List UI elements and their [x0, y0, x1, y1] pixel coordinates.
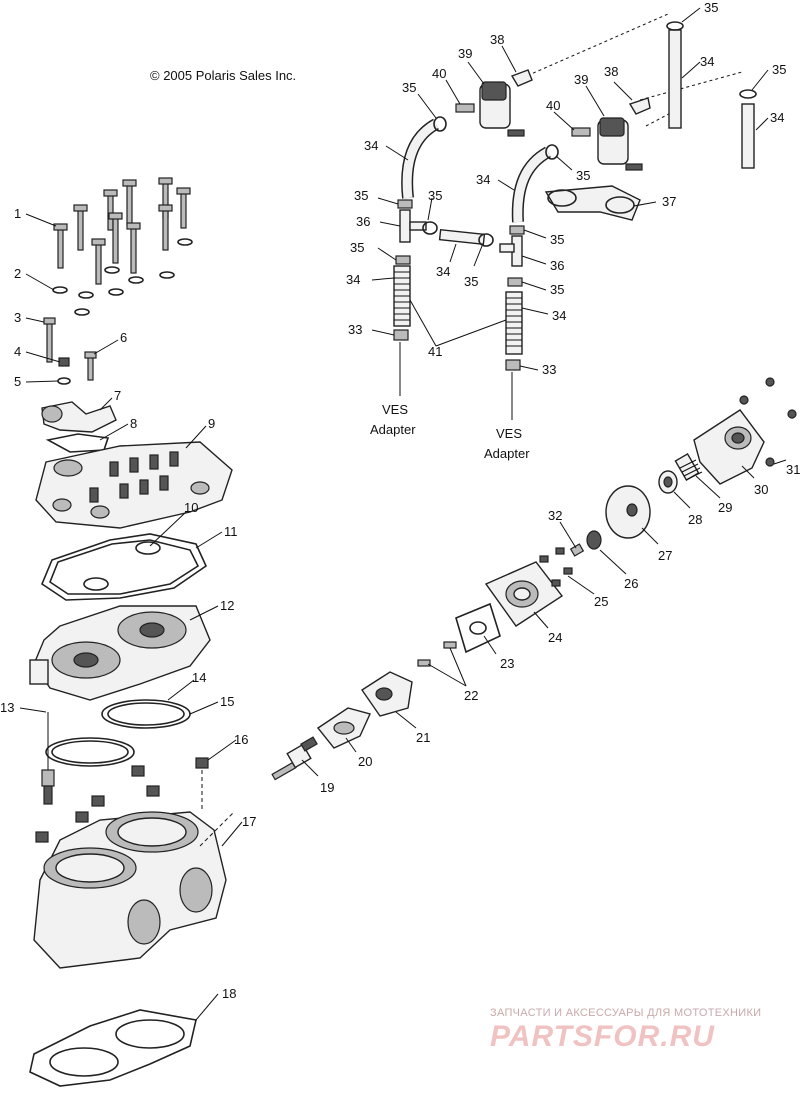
callout-35-d: 35	[576, 168, 590, 183]
svg-text:VES: VES	[496, 426, 522, 441]
valve-spring	[674, 453, 703, 481]
callout-10: 10	[184, 500, 198, 515]
housing-screws	[539, 547, 573, 587]
callout-32: 32	[548, 508, 562, 523]
callout-17: 17	[242, 814, 256, 829]
callout-labels: 1 2 3 4 5 6 7 8 9 10 11 12 13 14 15 16 1…	[0, 0, 800, 1001]
callout-8: 8	[130, 416, 137, 431]
callout-11: 11	[224, 524, 238, 539]
valve-stem	[271, 736, 318, 781]
svg-text:PARTSFOR.RU: PARTSFOR.RU	[490, 1020, 715, 1053]
callout-12: 12	[220, 598, 234, 613]
callout-35-g: 35	[350, 240, 364, 255]
callout-33-left: 33	[348, 322, 362, 337]
callout-35-j: 35	[550, 282, 564, 297]
svg-text:Adapter: Adapter	[370, 422, 416, 437]
callout-7: 7	[114, 388, 121, 403]
water-outlet-elbow	[41, 401, 117, 453]
callout-14: 14	[192, 670, 206, 685]
callout-34-d: 34	[476, 172, 490, 187]
cover-screws	[739, 377, 797, 467]
svg-text:Adapter: Adapter	[484, 446, 530, 461]
callout-34-e: 34	[436, 264, 450, 279]
cylinder-block	[33, 811, 235, 969]
callout-16: 16	[234, 732, 248, 747]
callout-21: 21	[416, 730, 430, 745]
callout-28: 28	[688, 512, 702, 527]
callout-30: 30	[754, 482, 768, 497]
callout-35-f: 35	[428, 188, 442, 203]
ves-adapter-right-label: VES Adapter	[484, 426, 530, 461]
callout-3: 3	[14, 310, 21, 325]
callout-34-b: 34	[770, 110, 784, 125]
valve-cover	[693, 409, 765, 485]
callout-2: 2	[14, 266, 21, 281]
valve-plate-gasket	[455, 602, 501, 654]
callout-36-left: 36	[356, 214, 370, 229]
callout-35-i: 35	[550, 232, 564, 247]
callout-6: 6	[120, 330, 127, 345]
callout-37: 37	[662, 194, 676, 209]
temperature-sensor	[41, 712, 55, 805]
callout-25: 25	[594, 594, 608, 609]
callout-34-c: 34	[364, 138, 378, 153]
cylinder-head-cover	[35, 441, 233, 529]
callout-34-g: 34	[552, 308, 566, 323]
callout-39-left: 39	[458, 46, 472, 61]
callout-36-right: 36	[550, 258, 564, 273]
callout-24: 24	[548, 630, 562, 645]
ves-valve-assembly	[271, 377, 797, 781]
callout-4: 4	[14, 344, 21, 359]
cylinder-nuts	[35, 757, 209, 843]
svg-text:VES: VES	[382, 402, 408, 417]
callout-5: 5	[14, 374, 21, 389]
callout-22: 22	[464, 688, 478, 703]
callout-39-right: 39	[574, 72, 588, 87]
callout-38-left: 38	[490, 32, 504, 47]
ves-adapter-left-label: VES Adapter	[370, 402, 416, 437]
callout-1: 1	[14, 206, 21, 221]
callout-9: 9	[208, 416, 215, 431]
callout-35-h: 35	[464, 274, 478, 289]
ribbed-hose-right	[505, 291, 523, 355]
callout-35-e: 35	[354, 188, 368, 203]
valve-cylinder-housing	[484, 561, 564, 627]
callout-18: 18	[222, 986, 236, 1001]
callout-29: 29	[718, 500, 732, 515]
callout-34-a: 34	[700, 54, 714, 69]
callout-20: 20	[358, 754, 372, 769]
callout-13: 13	[0, 700, 14, 715]
cylinder-head	[29, 605, 211, 701]
callout-40-right: 40	[546, 98, 560, 113]
watermark: ЗАПЧАСТИ И АКСЕССУАРЫ ДЛЯ МОТОТЕХНИКИ PA…	[490, 1007, 761, 1053]
hose-bracket	[544, 185, 641, 221]
callout-38-right: 38	[604, 64, 618, 79]
callout-40-left: 40	[432, 66, 446, 81]
callout-35-b: 35	[772, 62, 786, 77]
svg-text:ЗАПЧАСТИ И АКСЕССУАРЫ ДЛЯ МОТО: ЗАПЧАСТИ И АКСЕССУАРЫ ДЛЯ МОТОТЕХНИКИ	[490, 1007, 761, 1019]
ves-hose-assembly	[393, 13, 757, 420]
callout-41: 41	[428, 344, 442, 359]
callout-15: 15	[220, 694, 234, 709]
valve-housing-small	[361, 671, 413, 717]
callout-27: 27	[658, 548, 672, 563]
callout-26: 26	[624, 576, 638, 591]
head-bolts-group	[43, 177, 193, 385]
valve-screws	[417, 641, 457, 667]
cylinder-o-rings	[45, 699, 191, 767]
callout-35-c: 35	[402, 80, 416, 95]
leader-lines	[19, 7, 787, 1021]
callout-31: 31	[786, 462, 800, 477]
ribbed-hose-left	[393, 265, 411, 327]
head-o-ring-gasket	[41, 533, 208, 601]
callout-35-a: 35	[704, 0, 718, 15]
base-gasket	[29, 1009, 197, 1087]
callout-34-f: 34	[346, 272, 360, 287]
copyright-text: © 2005 Polaris Sales Inc.	[150, 68, 296, 83]
callout-19: 19	[320, 780, 334, 795]
callout-33-right: 33	[542, 362, 556, 377]
callout-23: 23	[500, 656, 514, 671]
